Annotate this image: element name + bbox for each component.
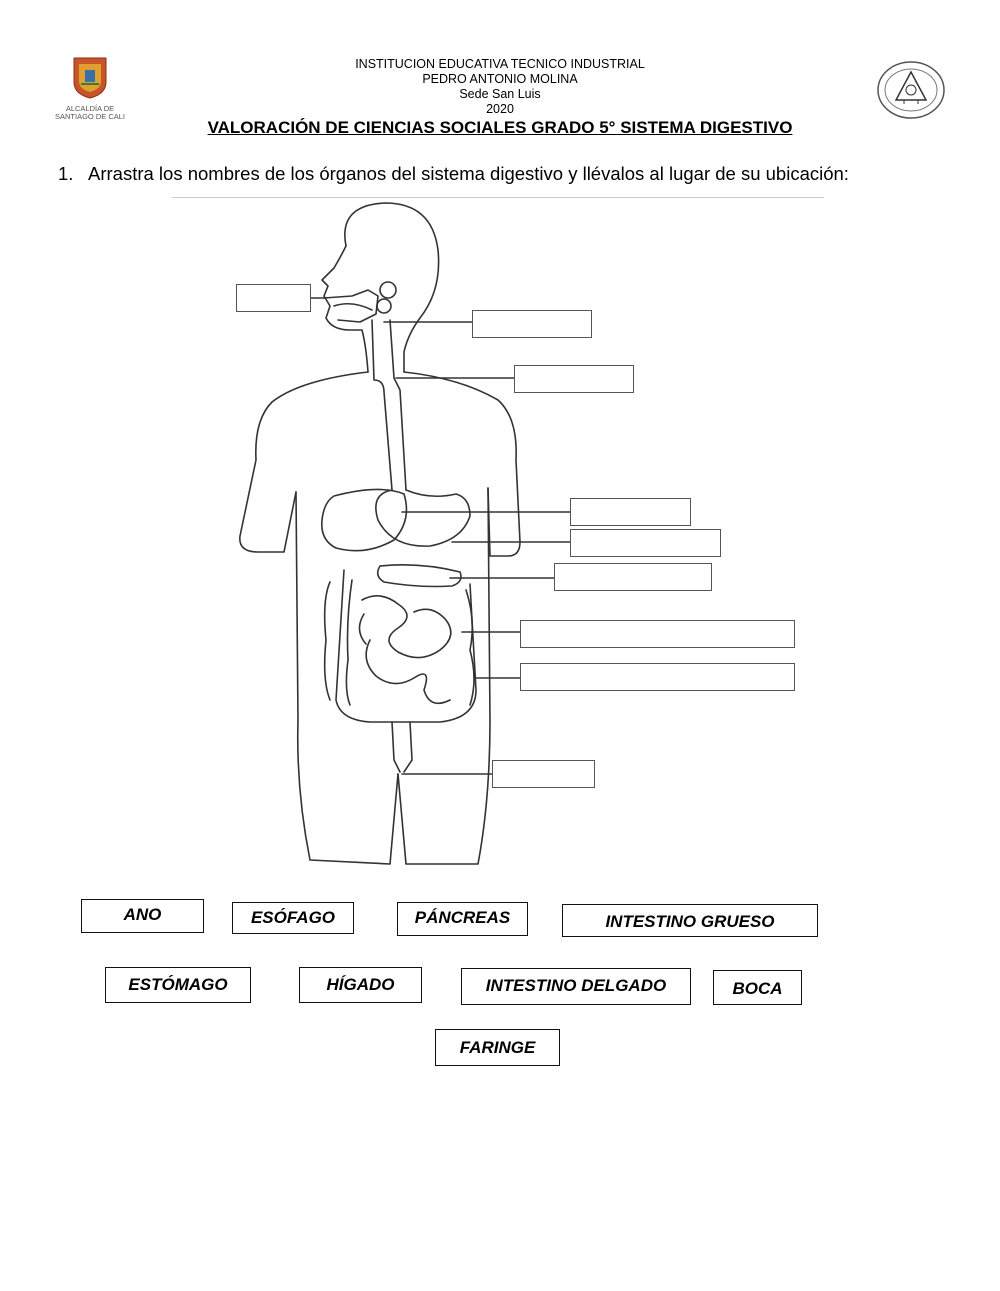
alcaldia-logo: ALCALDÍA DE SANTIAGO DE CALI — [48, 56, 132, 121]
answer-box-anus[interactable] — [492, 760, 595, 788]
logo-caption-line1: ALCALDÍA DE — [65, 104, 115, 113]
school-year: 2020 — [486, 102, 514, 116]
answer-box-esophagus[interactable] — [514, 365, 634, 393]
answer-box-pharynx[interactable] — [472, 310, 592, 338]
word-higado[interactable]: HÍGADO — [299, 967, 422, 1003]
page-title: VALORACIÓN DE CIENCIAS SOCIALES GRADO 5°… — [207, 118, 793, 137]
word-pancreas[interactable]: PÁNCREAS — [397, 902, 528, 936]
answer-box-stomach[interactable] — [570, 498, 691, 526]
school-name-line2: PEDRO ANTONIO MOLINA — [422, 72, 578, 86]
school-name-line1: INSTITUCION EDUCATIVA TECNICO INDUSTRIAL — [355, 57, 645, 71]
school-seal-icon — [877, 61, 945, 119]
word-esofago[interactable]: ESÓFAGO — [232, 902, 354, 934]
school-seal-logo — [876, 60, 946, 120]
instruction-number: 1. — [58, 163, 74, 184]
logo-caption-line2: SANTIAGO DE CALI — [54, 112, 126, 121]
word-faringe[interactable]: FARINGE — [435, 1029, 560, 1066]
answer-box-pancreas[interactable] — [554, 563, 712, 591]
word-intestino-delgado[interactable]: INTESTINO DELGADO — [461, 968, 691, 1005]
word-estomago[interactable]: ESTÓMAGO — [105, 967, 251, 1003]
answer-box-liver[interactable] — [570, 529, 721, 557]
word-ano[interactable]: ANO — [81, 899, 204, 933]
school-site: Sede San Luis — [459, 87, 541, 101]
word-intestino-grueso[interactable]: INTESTINO GRUESO — [562, 904, 818, 937]
answer-box-small-intestine[interactable] — [520, 663, 795, 691]
answer-box-mouth[interactable] — [236, 284, 311, 312]
answer-box-large-intestine[interactable] — [520, 620, 795, 648]
word-boca[interactable]: BOCA — [713, 970, 802, 1005]
diagram-top-rule — [172, 197, 824, 198]
instruction: 1. Arrastra los nombres de los órganos de… — [58, 163, 849, 185]
instruction-text: Arrastra los nombres de los órganos del … — [88, 163, 849, 184]
city-shield-icon — [73, 57, 107, 99]
digestive-system-diagram — [239, 202, 571, 865]
